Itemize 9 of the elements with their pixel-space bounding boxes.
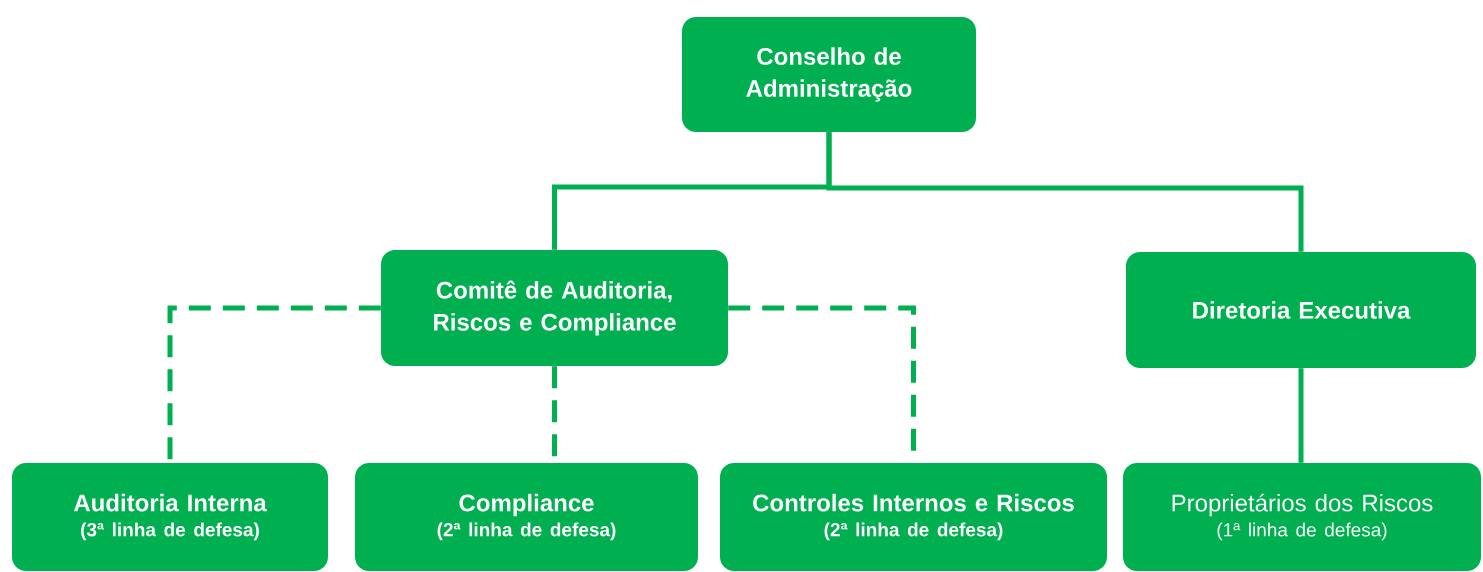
connector-line bbox=[1298, 368, 1304, 463]
connector-line bbox=[826, 132, 1304, 252]
org-box: Conselho de Administração bbox=[682, 17, 976, 132]
org-box: Compliance (2ª linha de defesa) bbox=[355, 463, 698, 571]
org-box: Auditoria Interna (3ª linha de defesa) bbox=[12, 463, 328, 571]
org-box: Diretoria Executiva bbox=[1126, 252, 1476, 368]
org-box: Proprietários dos Riscos (1ª linha de defesa) bbox=[1123, 463, 1481, 571]
org-box: Comitê de Auditoria, Riscos e Compliance bbox=[381, 250, 728, 366]
org-box: Controles Internos e Riscos (2ª linha de defesa) bbox=[720, 463, 1107, 571]
